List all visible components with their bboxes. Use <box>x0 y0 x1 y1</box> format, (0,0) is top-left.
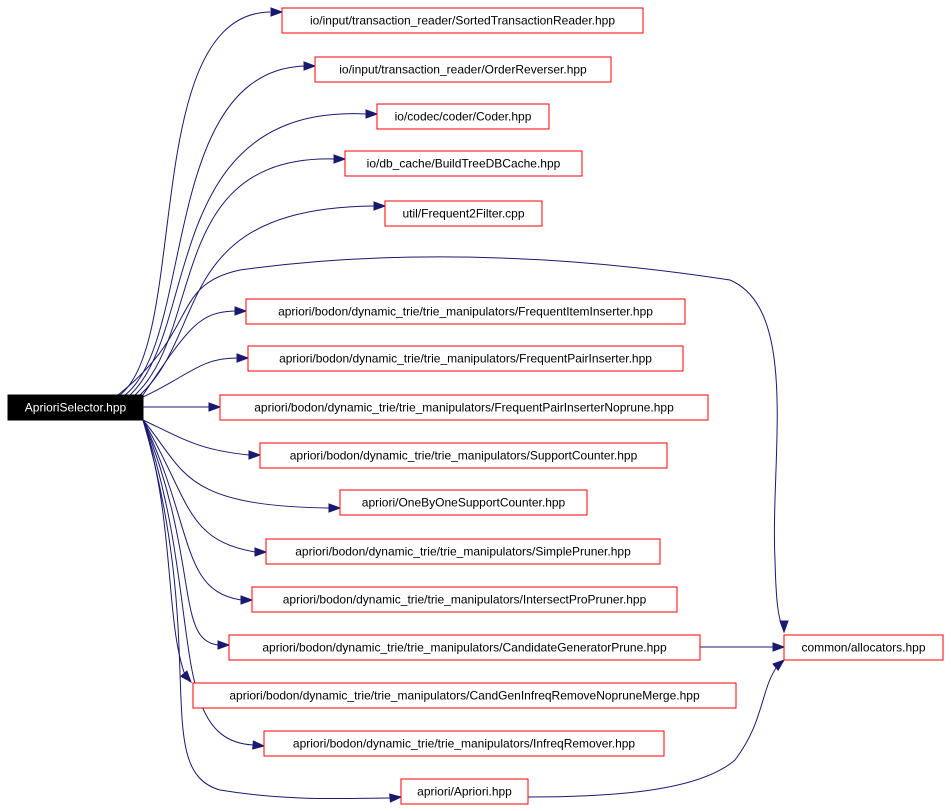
node-simple-pruner[interactable]: apriori/bodon/dynamic_trie/trie_manipula… <box>265 538 661 565</box>
node-label: apriori/bodon/dynamic_trie/trie_manipula… <box>283 593 647 607</box>
node-box <box>219 394 709 421</box>
node-label: apriori/bodon/dynamic_trie/trie_manipula… <box>254 401 674 415</box>
node-common-allocators[interactable]: common/allocators.hpp <box>783 634 944 661</box>
node-box <box>376 103 550 130</box>
arrowhead-root-to-apriori <box>389 793 403 803</box>
arrowhead-root-to-build-tree-db-cache <box>333 154 347 164</box>
node-support-counter[interactable]: apriori/bodon/dynamic_trie/trie_manipula… <box>259 442 668 469</box>
edge-root-to-apriori <box>142 419 391 800</box>
node-cand-gen-infreq-remove-noprune-merge[interactable]: apriori/bodon/dynamic_trie/trie_manipula… <box>192 682 737 709</box>
node-frequent2-filter[interactable]: util/Frequent2Filter.cpp <box>384 200 543 227</box>
node-frequent-item-inserter[interactable]: apriori/bodon/dynamic_trie/trie_manipula… <box>245 298 686 325</box>
node-sorted-transaction-reader[interactable]: io/input/transaction_reader/SortedTransa… <box>281 7 644 34</box>
edge-apriori-to-common-allocators <box>527 664 779 798</box>
arrowhead-candidate-generator-prune-to-common-allocators <box>772 642 786 652</box>
node-label: AprioriSelector.hpp <box>25 401 127 415</box>
node-box <box>263 730 665 757</box>
edge-root-to-infreq-remover <box>142 419 254 746</box>
node-candidate-generator-prune[interactable]: apriori/bodon/dynamic_trie/trie_manipula… <box>228 634 701 661</box>
edge-root-to-support-counter <box>142 419 250 456</box>
arrowhead-root-to-frequent-item-inserter <box>234 306 248 316</box>
node-label: apriori/Apriori.hpp <box>417 785 512 799</box>
node-label: apriori/bodon/dynamic_trie/trie_manipula… <box>295 545 631 559</box>
node-box <box>192 682 737 709</box>
node-box <box>228 634 701 661</box>
node-box <box>259 442 668 469</box>
node-build-tree-db-cache[interactable]: io/db_cache/BuildTreeDBCache.hpp <box>344 150 583 177</box>
node-box <box>339 489 588 516</box>
node-label: io/codec/coder/Coder.hpp <box>395 110 532 124</box>
edge-root-to-intersect-pro-pruner <box>142 419 242 601</box>
arrowhead-apriori-to-common-allocators <box>772 659 786 671</box>
node-label: apriori/OneByOneSupportCounter.hpp <box>362 496 566 510</box>
node-label: apriori/bodon/dynamic_trie/trie_manipula… <box>229 689 700 703</box>
node-frequent-pair-inserter-noprune[interactable]: apriori/bodon/dynamic_trie/trie_manipula… <box>219 394 709 421</box>
node-label: apriori/bodon/dynamic_trie/trie_manipula… <box>278 305 653 319</box>
node-box <box>344 150 583 177</box>
node-label: apriori/bodon/dynamic_trie/trie_manipula… <box>293 737 636 751</box>
node-label: io/db_cache/BuildTreeDBCache.hpp <box>367 157 561 171</box>
edge-root-to-sorted-transaction-reader <box>119 11 271 396</box>
node-box <box>247 345 684 372</box>
edge-root-to-one-by-one-support-counter <box>142 419 330 509</box>
arrowhead-root-to-common-allocators <box>779 620 789 634</box>
node-one-by-one-support-counter[interactable]: apriori/OneByOneSupportCounter.hpp <box>339 489 588 516</box>
edge-root-to-candidate-generator-prune <box>142 419 219 646</box>
node-label: util/Frequent2Filter.cpp <box>402 207 524 221</box>
node-apriori[interactable]: apriori/Apriori.hpp <box>400 778 529 805</box>
node-infreq-remover[interactable]: apriori/bodon/dynamic_trie/trie_manipula… <box>263 730 665 757</box>
node-box <box>7 394 144 421</box>
arrowhead-root-to-sorted-transaction-reader <box>270 7 284 17</box>
node-box <box>281 7 644 34</box>
node-box <box>783 634 944 661</box>
node-box <box>400 778 529 805</box>
node-label: apriori/bodon/dynamic_trie/trie_manipula… <box>262 641 667 655</box>
arrowhead-root-to-cand-gen-infreq-remove-noprune-merge <box>179 670 192 684</box>
root-node[interactable]: AprioriSelector.hpp <box>7 394 144 421</box>
node-label: io/input/transaction_reader/SortedTransa… <box>310 14 615 28</box>
edge-root-to-coder <box>129 113 367 396</box>
arrowhead-root-to-one-by-one-support-counter <box>328 503 342 513</box>
arrowhead-root-to-candidate-generator-prune <box>217 640 231 650</box>
arrowhead-root-to-support-counter <box>248 450 262 460</box>
node-box <box>265 538 661 565</box>
node-coder[interactable]: io/codec/coder/Coder.hpp <box>376 103 550 130</box>
node-label: apriori/bodon/dynamic_trie/trie_manipula… <box>290 449 638 463</box>
edge-root-to-simple-pruner <box>142 419 256 553</box>
arrowhead-root-to-frequent-pair-inserter <box>236 353 250 363</box>
edge-root-to-frequent-pair-inserter <box>142 357 238 398</box>
nodes-layer: AprioriSelector.hpp io/input/transaction_… <box>7 7 944 805</box>
arrowhead-root-to-frequent2-filter <box>373 201 387 211</box>
node-box <box>245 298 686 325</box>
edge-root-to-common-allocators <box>117 256 785 631</box>
arrowhead-root-to-coder <box>365 109 379 119</box>
node-frequent-pair-inserter[interactable]: apriori/bodon/dynamic_trie/trie_manipula… <box>247 345 684 372</box>
arrowhead-root-to-order-reverser <box>303 61 317 71</box>
edge-root-to-frequent-item-inserter <box>142 310 236 396</box>
node-box <box>251 586 678 613</box>
arrowhead-root-to-frequent-pair-inserter-noprune <box>208 402 222 412</box>
node-box <box>384 200 543 227</box>
node-box <box>314 56 612 83</box>
edges-layer <box>117 7 789 803</box>
node-label: apriori/bodon/dynamic_trie/trie_manipula… <box>279 352 652 366</box>
node-label: common/allocators.hpp <box>801 641 925 655</box>
arrowhead-root-to-intersect-pro-pruner <box>240 595 254 605</box>
node-label: io/input/transaction_reader/OrderReverse… <box>339 63 587 77</box>
node-intersect-pro-pruner[interactable]: apriori/bodon/dynamic_trie/trie_manipula… <box>251 586 678 613</box>
node-order-reverser[interactable]: io/input/transaction_reader/OrderReverse… <box>314 56 612 83</box>
arrowhead-root-to-infreq-remover <box>252 740 266 750</box>
edge-root-to-order-reverser <box>124 65 305 396</box>
edge-root-to-build-tree-db-cache <box>134 158 335 396</box>
arrowhead-root-to-simple-pruner <box>254 547 268 557</box>
